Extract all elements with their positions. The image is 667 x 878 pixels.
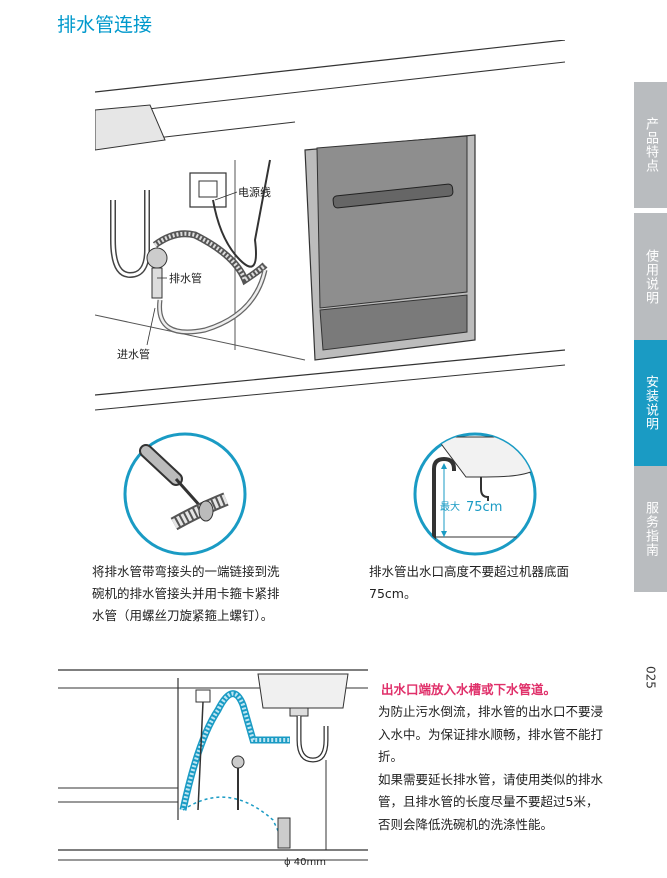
clamp-detail-illustration (123, 432, 247, 556)
tab-usage-instructions[interactable]: 使用说明 (634, 213, 667, 340)
page-number: 025 (643, 666, 658, 689)
instruction-body: 为防止污水倒流，排水管的出水口不要浸入水中。为保证排水顺畅，排水管不能打折。 如… (378, 701, 603, 836)
page-title: 排水管连接 (57, 14, 153, 36)
max-label: 最大 (440, 500, 460, 513)
caption-clamp: 将排水管带弯接头的一端链接到洗碗机的排水管接头并用卡箍卡紧排水管（用螺丝刀旋紧箍… (92, 564, 280, 623)
max-value-label: 75cm (466, 500, 502, 515)
tab-label: 使用说明 (643, 248, 658, 305)
inlet-hose-label: 进水管 (117, 347, 150, 361)
tab-installation-instructions[interactable]: 安装说明 (634, 340, 667, 466)
tab-service-guide[interactable]: 服务指南 (634, 466, 667, 592)
tab-product-features[interactable]: 产品特点 (634, 82, 667, 208)
diameter-label: ϕ 40mm (284, 857, 326, 868)
instruction-title: 出水口端放入水槽或下水管道。 (381, 682, 557, 697)
main-installation-illustration: 电源线 排水管 进水管 (95, 40, 565, 411)
instruction-para-1: 为防止污水倒流，排水管的出水口不要浸入水中。为保证排水顺畅，排水管不能打折。 (378, 704, 604, 764)
caption-max-height: 排水管出水口高度不要超过机器底面75cm。 (369, 564, 570, 601)
max-height-illustration: 最大 75cm (413, 432, 537, 556)
drain-outlet-illustration: ϕ 40mm (58, 669, 368, 868)
tab-label: 产品特点 (643, 117, 658, 173)
drain-hose-label: 排水管 (169, 271, 202, 285)
tab-label: 安装说明 (643, 375, 658, 431)
tab-label: 服务指南 (643, 501, 658, 557)
instruction-para-2: 如果需要延长排水管，请使用类似的排水管，且排水管的长度尽量不要超过5米，否则会降… (378, 771, 604, 832)
power-cord-label: 电源线 (238, 185, 271, 199)
